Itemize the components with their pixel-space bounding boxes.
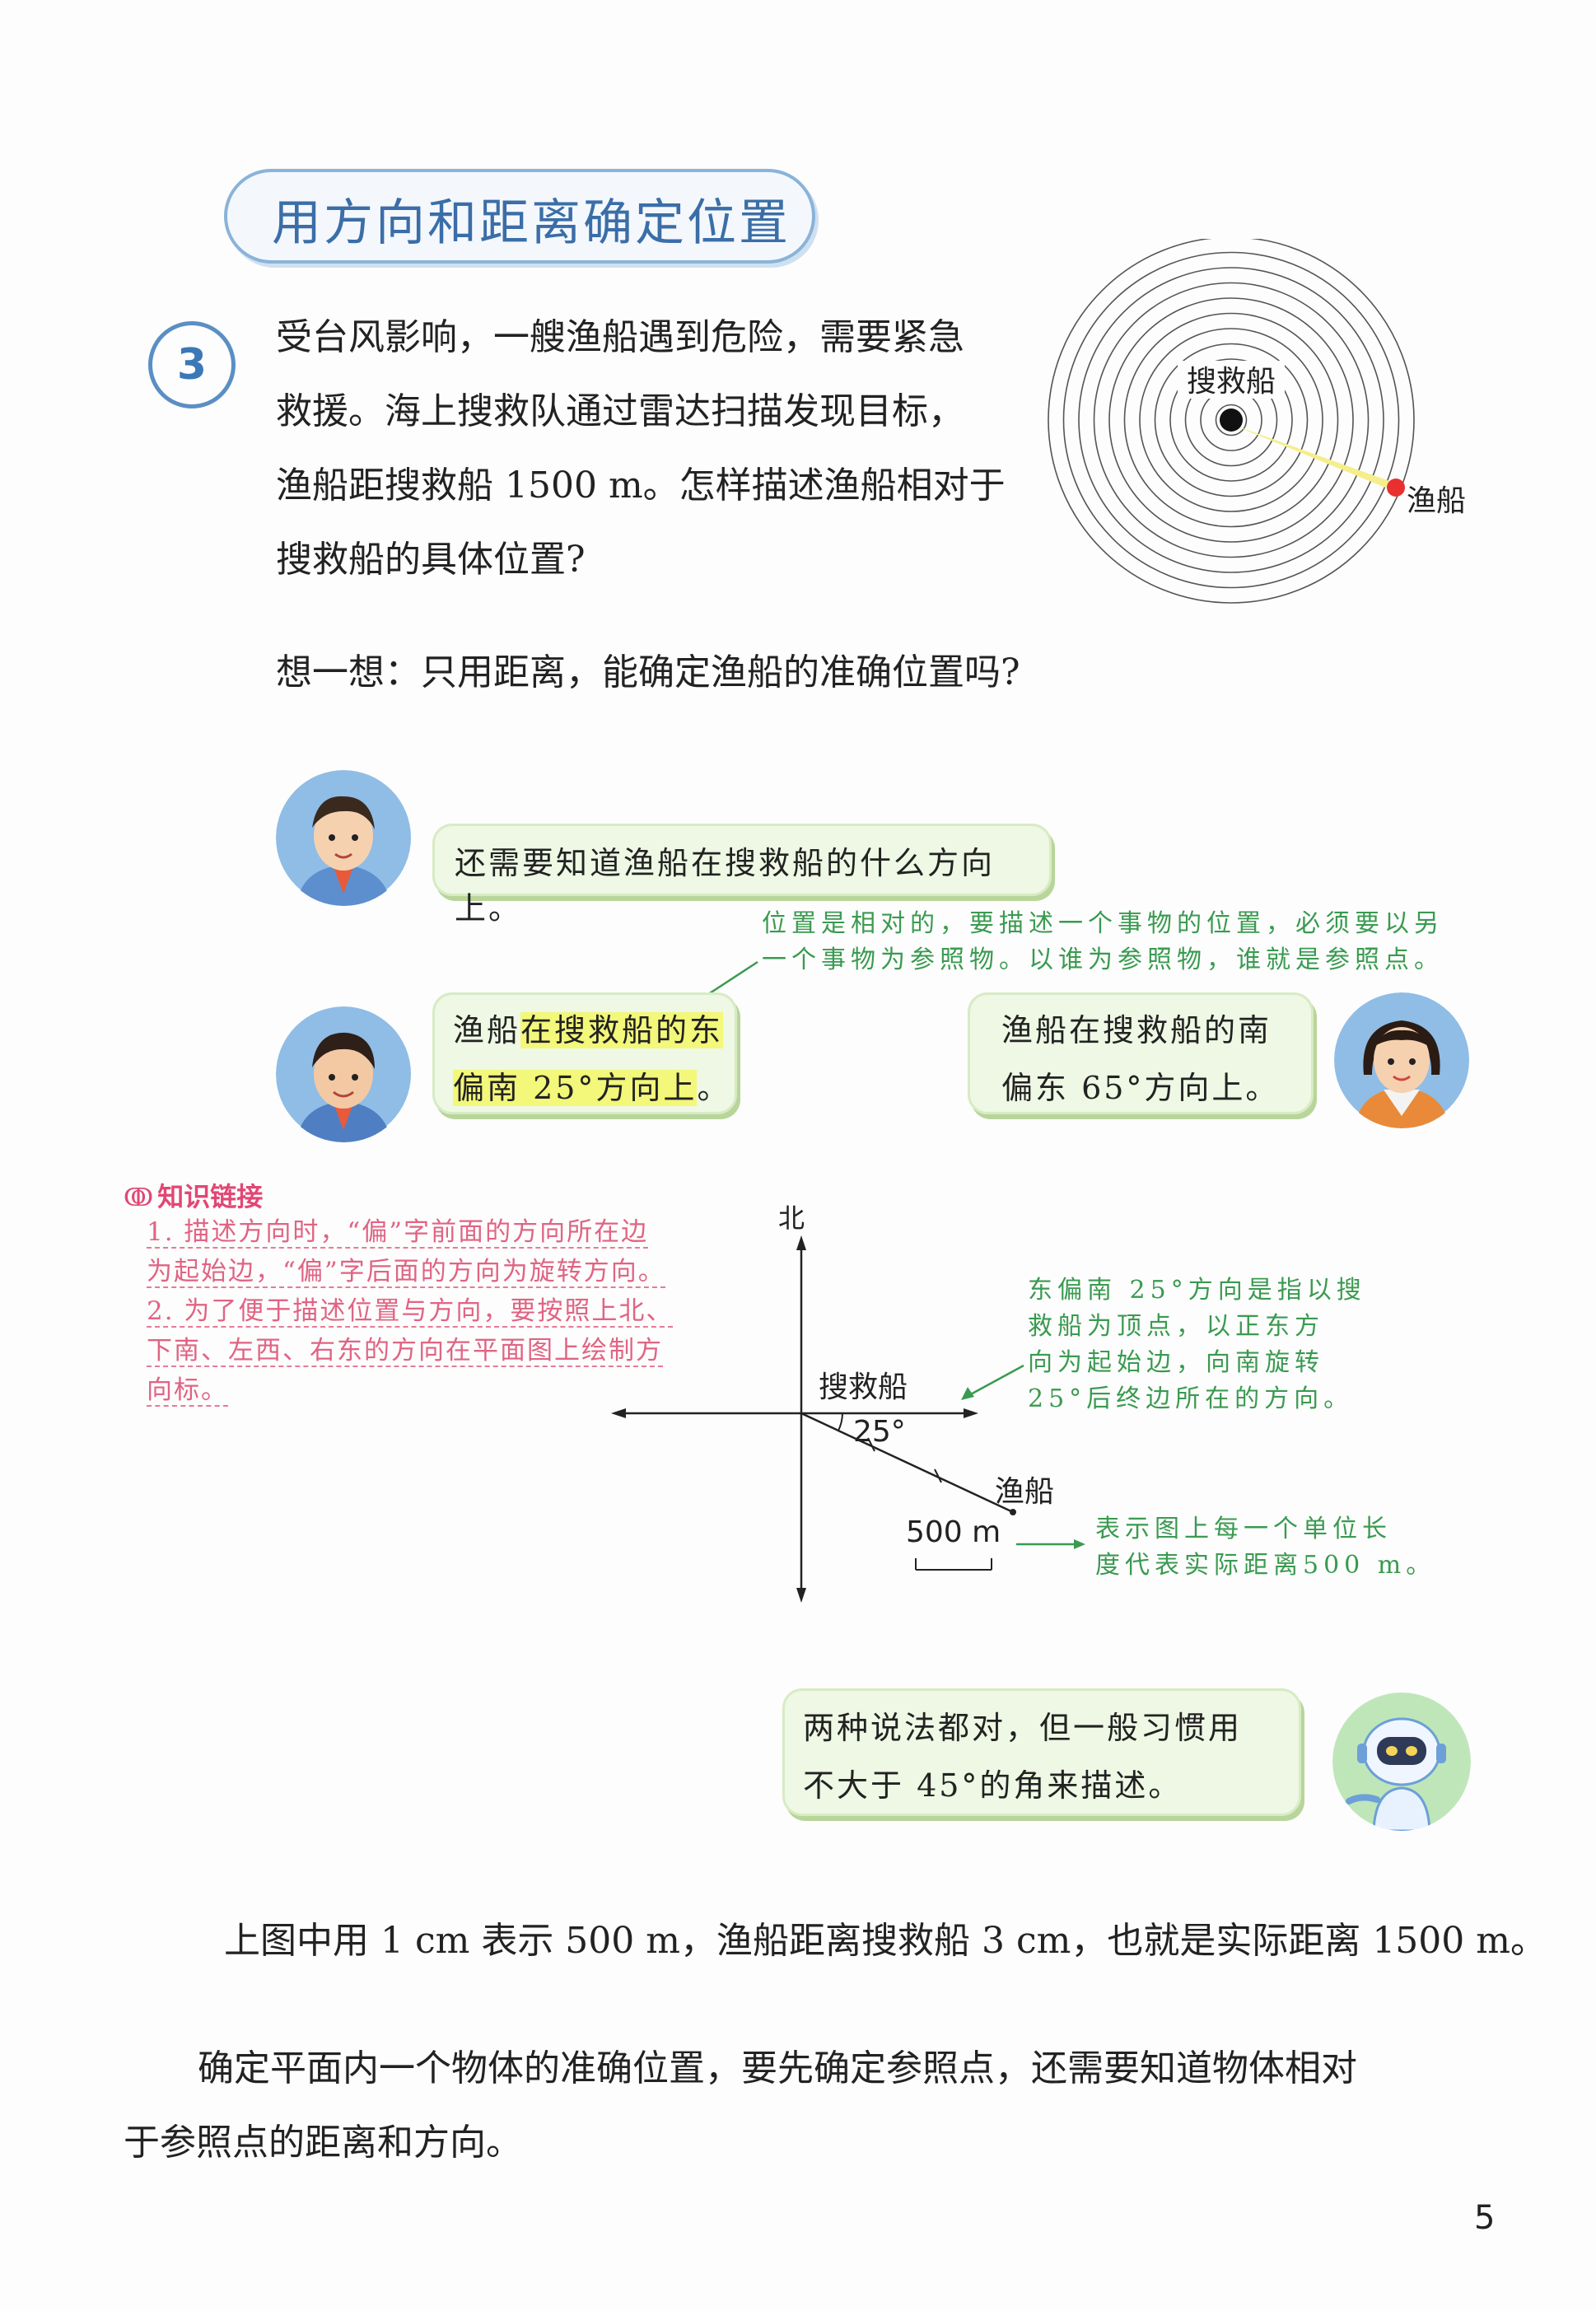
radar-ring bbox=[1215, 404, 1248, 437]
think-prompt: 想一想：只用距离，能确定渔船的准确位置吗? bbox=[276, 651, 1020, 693]
reference-note-line: 位置是相对的，要描述一个事物的位置，必须要以另 bbox=[762, 909, 1444, 938]
radar-ring bbox=[1169, 358, 1293, 482]
radar-beam bbox=[1231, 424, 1398, 491]
scale-note-line: 表示图上每一个单位长 bbox=[1095, 1515, 1392, 1543]
section-title: 用方向和距离确定位置 bbox=[272, 194, 791, 252]
knowledge-line: 为起始边，“偏”字后面的方向为旋转方向。 bbox=[147, 1257, 665, 1288]
origin-label: 搜救船 bbox=[819, 1370, 908, 1404]
link-icon: ↂ bbox=[124, 1184, 154, 1212]
radar-ring bbox=[1108, 297, 1354, 543]
reference-note: 位置是相对的，要描述一个事物的位置，必须要以另 一个事物为参照物。以谁为参照物，… bbox=[762, 906, 1444, 978]
angle-note-arrow bbox=[961, 1364, 1024, 1400]
scale-note-arrow bbox=[1016, 1539, 1085, 1549]
radar-target-label: 渔船 bbox=[1407, 484, 1466, 518]
radar-ring bbox=[1048, 239, 1415, 604]
radar-ring bbox=[1062, 251, 1400, 589]
problem-line: 搜救船的具体位置? bbox=[276, 539, 586, 581]
scale-explanation: 上图中用 1 cm 表示 500 m，渔船距离搜救船 3 cm，也就是实际距离 … bbox=[224, 1920, 1547, 1962]
north-arrowhead bbox=[796, 1235, 806, 1250]
north-label: 北 bbox=[778, 1202, 805, 1234]
knowledge-link-body: 1. 描述方向时，“偏”字前面的方向所在边 为起始边，“偏”字后面的方向为旋转方… bbox=[147, 1212, 674, 1410]
angle-label: 25° bbox=[853, 1415, 906, 1449]
radar-figure: 搜救船 渔船 bbox=[1048, 239, 1466, 604]
robot-avatar bbox=[1332, 1692, 1471, 1831]
radar-ring bbox=[1093, 282, 1370, 558]
scale-note: 表示图上每一个单位长 度代表实际距离500 m。 bbox=[1095, 1511, 1435, 1584]
angle-note-line: 救船为顶点，以正东方 bbox=[1028, 1312, 1324, 1341]
fishing-boat-point bbox=[1010, 1509, 1016, 1515]
robot-speech-line2: 不大于 45°的角来描述。 bbox=[803, 1767, 1183, 1804]
boy-speech: 还需要知道渔船在搜救船的什么方向上。 bbox=[455, 845, 996, 927]
radar-ring bbox=[1139, 328, 1323, 512]
boy2-avatar bbox=[276, 1006, 411, 1142]
girl-speech-line2: 偏东 65°方向上。 bbox=[1001, 1070, 1280, 1106]
speech-bubble-boy2: 渔船在搜救船的东 偏南 25°方向上。 bbox=[432, 992, 737, 1114]
angle-note-line: 向为起始边，向南旋转 bbox=[1028, 1348, 1324, 1377]
boy-avatar bbox=[276, 770, 411, 906]
speech-bubble-boy: 还需要知道渔船在搜救船的什么方向上。 bbox=[432, 824, 1052, 927]
speech-bubble-girl: 渔船在搜救船的南 偏东 65°方向上。 bbox=[968, 992, 1314, 1114]
section-title-frame bbox=[224, 169, 815, 264]
problem-line: 受台风影响，一艘渔船遇到危险，需要紧急 bbox=[276, 316, 964, 358]
speech-bubble-robot: 两种说法都对，但一般习惯用 不大于 45°的角来描述。 bbox=[782, 1688, 1301, 1816]
problem-number: 3 bbox=[148, 321, 236, 409]
radar-ring bbox=[1123, 312, 1339, 528]
radar-rings bbox=[1048, 239, 1415, 604]
angle-note: 东偏南 25°方向是指以搜 救船为顶点，以正东方 向为起始边，向南旋转 25°后… bbox=[1028, 1272, 1366, 1417]
angle-note-line: 东偏南 25°方向是指以搜 bbox=[1028, 1276, 1366, 1305]
page-number: 5 bbox=[1474, 2199, 1496, 2237]
scale-label: 500 m bbox=[906, 1515, 1001, 1549]
knowledge-link-title: 知识链接 bbox=[157, 1181, 264, 1212]
knowledge-line: 2. 为了便于描述位置与方向，要按照上北、 bbox=[147, 1296, 674, 1328]
knowledge-link-header: ↂ 知识链接 bbox=[124, 1176, 263, 1214]
radar-center-label: 搜救船 bbox=[1187, 365, 1276, 399]
angle-note-line: 25°后终边所在的方向。 bbox=[1028, 1384, 1354, 1413]
conclusion-line: 于参照点的距离和方向。 bbox=[124, 2122, 522, 2164]
bearing-line bbox=[800, 1412, 1014, 1514]
knowledge-line: 下南、左西、右东的方向在平面图上绘制方 bbox=[147, 1336, 663, 1367]
fishing-boat-label: 渔船 bbox=[995, 1475, 1055, 1509]
problem-text: 受台风影响，一艘渔船遇到危险，需要紧急 救援。海上搜救队通过雷达扫描发现目标， … bbox=[276, 301, 1006, 597]
rescue-ship-dot bbox=[1220, 409, 1243, 432]
radar-ring bbox=[1154, 343, 1309, 497]
boy2-speech-line2: 偏南 25°方向上。 bbox=[453, 1070, 731, 1106]
radar-ring bbox=[1078, 267, 1384, 573]
scale-note-line: 度代表实际距离500 m。 bbox=[1095, 1551, 1436, 1580]
fishing-boat-dot bbox=[1387, 479, 1405, 497]
boy2-speech-line1: 渔船在搜救船的东 bbox=[453, 1012, 724, 1048]
girl-avatar bbox=[1334, 992, 1469, 1128]
problem-line: 救援。海上搜救队通过雷达扫描发现目标， bbox=[276, 390, 964, 432]
scale-bar bbox=[915, 1558, 992, 1571]
knowledge-line: 1. 描述方向时，“偏”字前面的方向所在边 bbox=[147, 1217, 649, 1249]
knowledge-line: 向标。 bbox=[147, 1375, 228, 1407]
conclusion-line: 确定平面内一个物体的准确位置，要先确定参照点，还需要知道物体相对 bbox=[198, 2047, 1357, 2089]
robot-speech-line1: 两种说法都对，但一般习惯用 bbox=[803, 1710, 1243, 1746]
direction-diagram: 北 搜救船 25° bbox=[611, 1202, 1016, 1603]
angle-arc bbox=[838, 1412, 843, 1431]
problem-line: 渔船距搜救船 1500 m。怎样描述渔船相对于 bbox=[276, 465, 1006, 507]
girl-speech-line1: 渔船在搜救船的南 bbox=[1001, 1012, 1272, 1048]
reference-note-line: 一个事物为参照物。以谁为参照物，谁就是参照点。 bbox=[762, 945, 1444, 974]
